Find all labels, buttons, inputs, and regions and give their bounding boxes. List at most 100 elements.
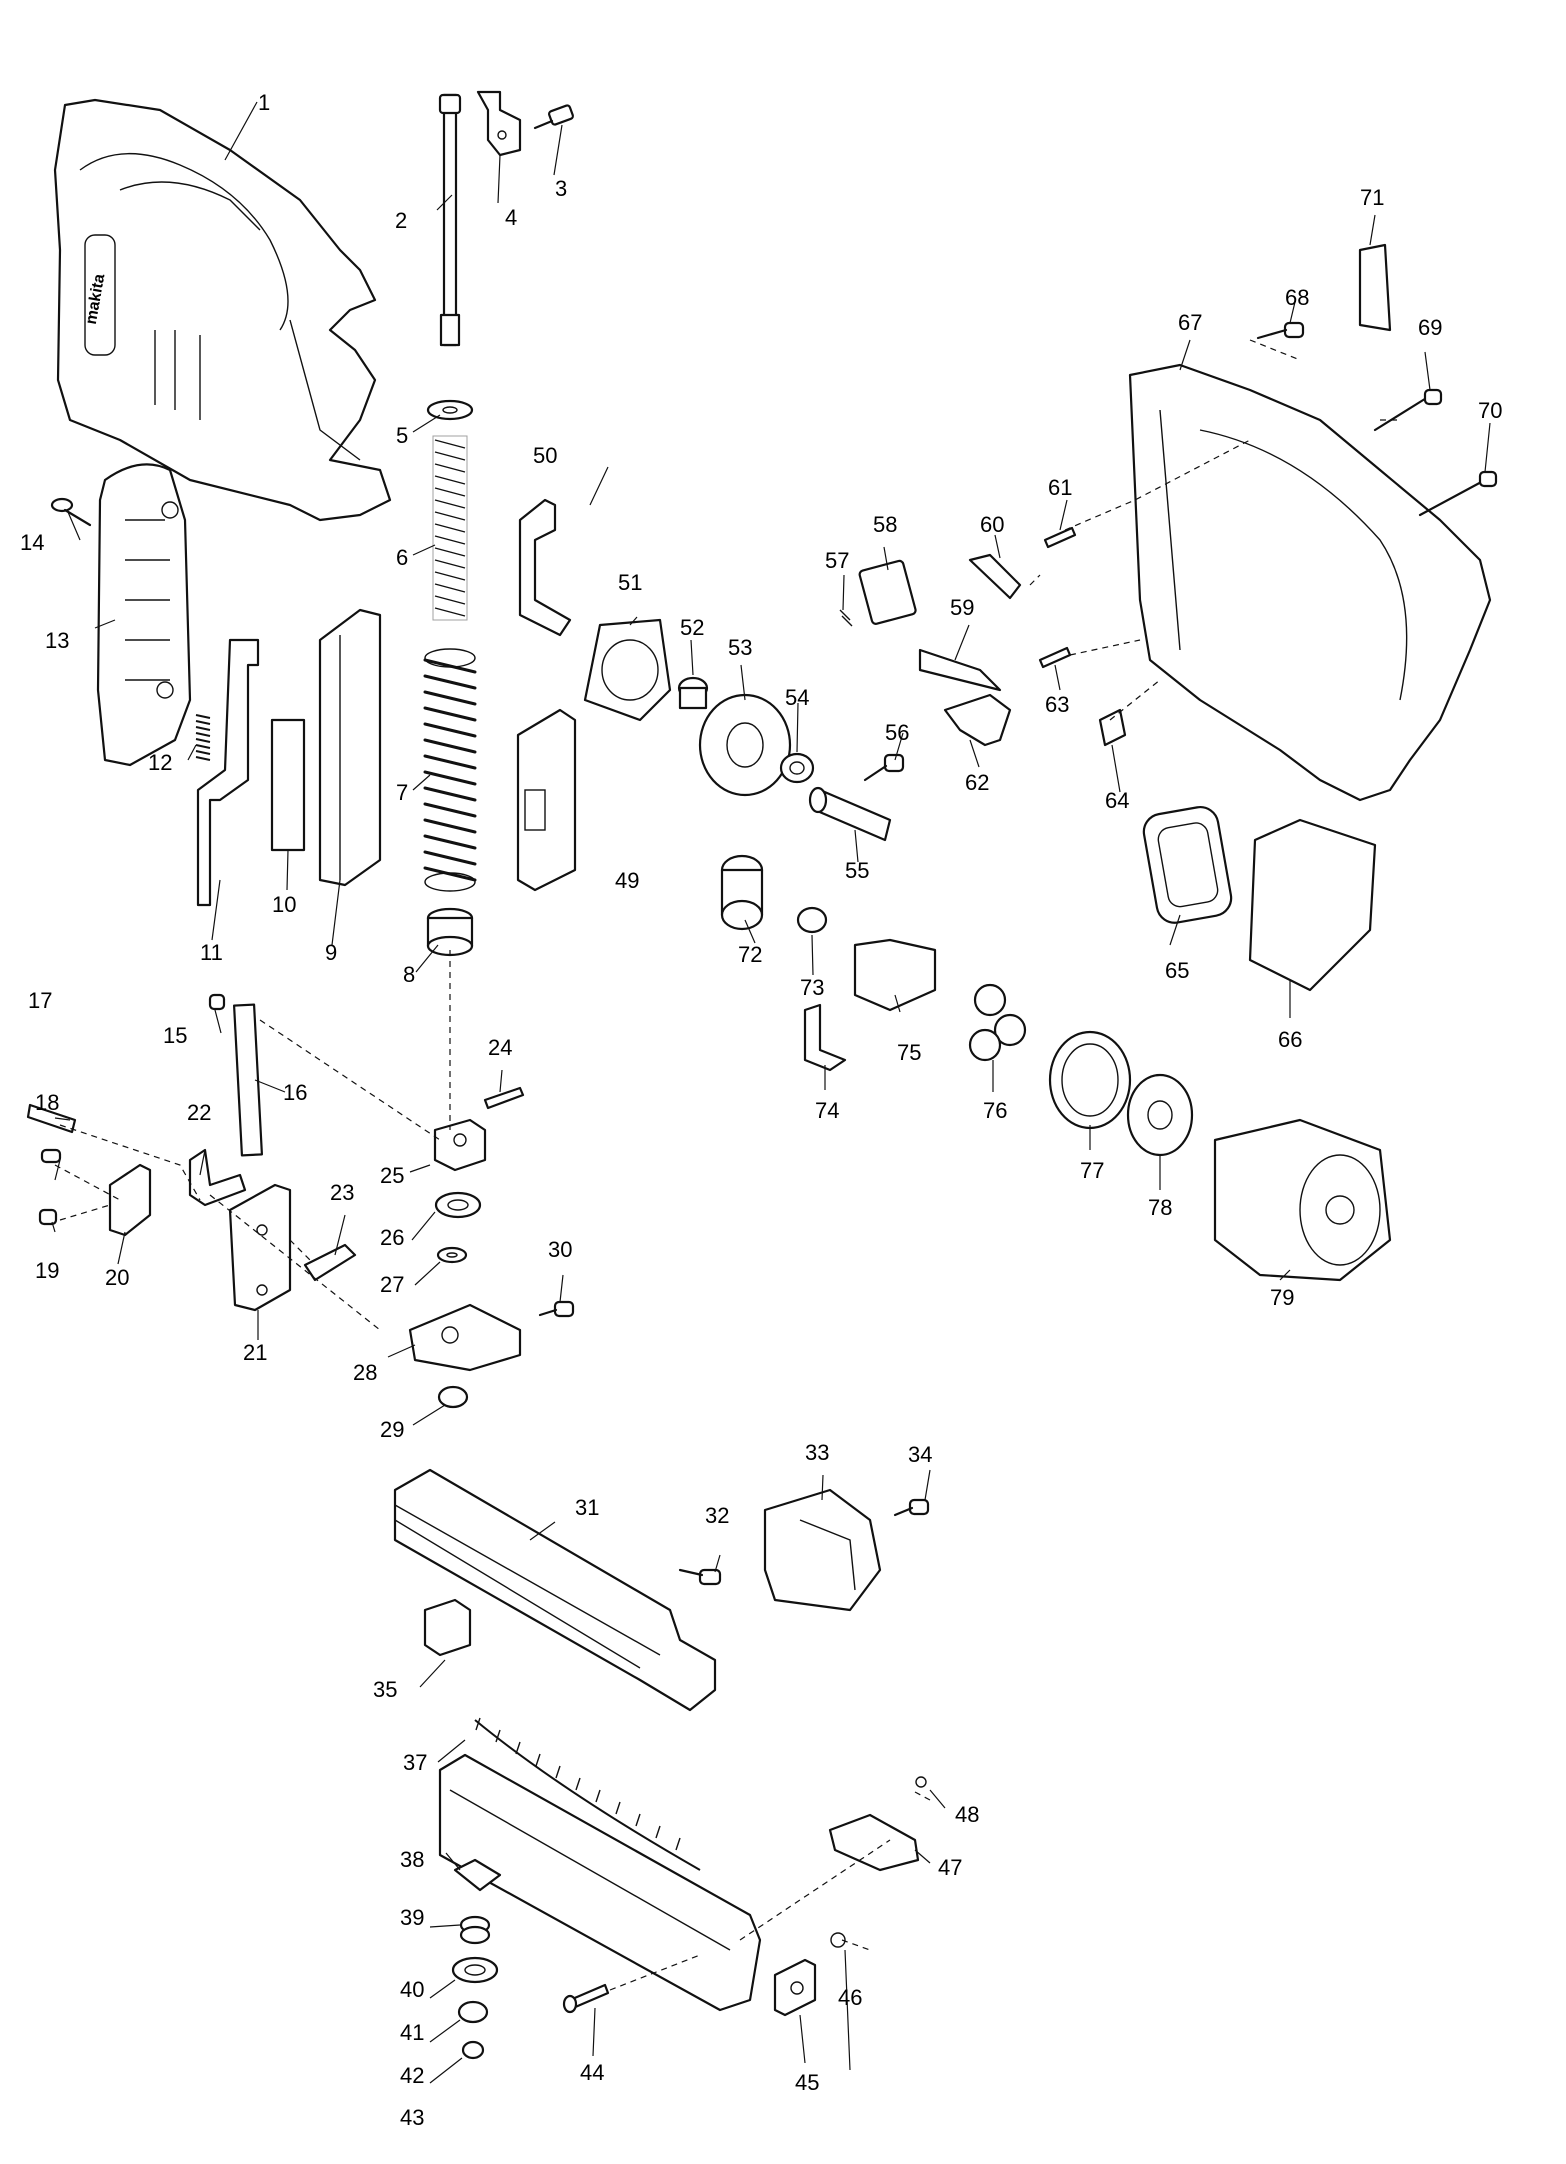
label-60: 60 (980, 512, 1004, 537)
label-23: 23 (330, 1180, 354, 1205)
part-69-screw (1373, 388, 1443, 432)
label-43: 43 (400, 2105, 424, 2130)
label-68: 68 (1285, 285, 1309, 310)
label-33: 33 (805, 1440, 829, 1465)
label-15: 15 (163, 1023, 187, 1048)
label-8: 8 (403, 962, 415, 987)
label-78: 78 (1148, 1195, 1172, 1220)
label-40: 40 (400, 1977, 424, 2002)
part-39-plate (453, 1858, 502, 1892)
part-75-gear (853, 938, 937, 1012)
label-34: 34 (908, 1442, 932, 1467)
part-66-switch-housing (1248, 818, 1377, 992)
part-71-label (1358, 243, 1392, 332)
part-47-latch (828, 1813, 920, 1872)
label-39: 39 (400, 1905, 424, 1930)
part-14-screw (50, 497, 92, 527)
part-54-washer (779, 752, 815, 784)
label-26: 26 (380, 1225, 404, 1250)
label-59: 59 (950, 595, 974, 620)
part-labels: 1 2 3 4 5 6 7 8 9 10 11 12 13 14 15 16 1… (20, 90, 1502, 2130)
label-32: 32 (705, 1503, 729, 1528)
part-11-lever (196, 638, 260, 907)
part-20-bracket (108, 1163, 152, 1237)
part-55-shaft (808, 786, 892, 842)
part-35-block (423, 1598, 472, 1657)
part-7-spring (423, 648, 477, 892)
leader-lines (51, 101, 1491, 2084)
label-14: 14 (20, 530, 44, 555)
label-70: 70 (1478, 398, 1502, 423)
label-9: 9 (325, 940, 337, 965)
part-19-screw (38, 1208, 58, 1226)
part-73-washer (796, 906, 828, 934)
part-24-pin (483, 1086, 525, 1110)
part-57-spring (839, 609, 853, 627)
part-12-spring (195, 714, 211, 761)
part-45-clip (773, 1958, 817, 2017)
label-5: 5 (396, 423, 408, 448)
label-49: 49 (615, 868, 639, 893)
label-55: 55 (845, 858, 869, 883)
part-40-spring (459, 1915, 491, 1945)
part-22-link (188, 1148, 247, 1207)
part-32-screw (678, 1568, 722, 1586)
part-77-ring-gear (1048, 1030, 1132, 1130)
label-66: 66 (1278, 1027, 1302, 1052)
label-56: 56 (885, 720, 909, 745)
part-23-link (303, 1243, 357, 1282)
label-37: 37 (403, 1750, 427, 1775)
part-41-washer (451, 1956, 499, 1984)
part-17-bolt (26, 1103, 77, 1134)
label-27: 27 (380, 1272, 404, 1297)
label-63: 63 (1045, 692, 1069, 717)
part-25-block (433, 1118, 487, 1172)
label-7: 7 (396, 780, 408, 805)
label-2: 2 (395, 208, 407, 233)
part-56-screw (863, 753, 905, 782)
part-58-switch (858, 559, 917, 625)
part-44-pin (562, 1983, 610, 2014)
label-41: 41 (400, 2020, 424, 2045)
label-73: 73 (800, 975, 824, 1000)
label-25: 25 (380, 1163, 404, 1188)
label-12: 12 (148, 750, 172, 775)
label-53: 53 (728, 635, 752, 660)
part-52-roller (677, 676, 709, 710)
label-75: 75 (897, 1040, 921, 1065)
label-13: 13 (45, 628, 69, 653)
part-30-screw (538, 1300, 575, 1318)
label-30: 30 (548, 1237, 572, 1262)
label-72: 72 (738, 942, 762, 967)
label-67: 67 (1178, 310, 1202, 335)
part-21-plate (228, 1183, 292, 1312)
label-65: 65 (1165, 958, 1189, 983)
part-68-screw (1256, 321, 1305, 340)
part-74-bracket (803, 1003, 847, 1072)
part-70-screw (1418, 470, 1498, 517)
label-22: 22 (187, 1100, 211, 1125)
label-31: 31 (575, 1495, 599, 1520)
label-1: 1 (258, 90, 270, 115)
label-57: 57 (825, 548, 849, 573)
part-60-clip (968, 553, 1022, 600)
label-52: 52 (680, 615, 704, 640)
label-16: 16 (283, 1080, 307, 1105)
part-16-strip (232, 1003, 264, 1157)
part-13-side-cover (96, 463, 192, 767)
part-2-guide-rod (438, 93, 462, 347)
part-9-plate (318, 608, 382, 887)
label-11: 11 (200, 940, 223, 965)
label-58: 58 (873, 512, 897, 537)
part-48-ring (915, 1776, 927, 1788)
label-42: 42 (400, 2063, 424, 2088)
part-59-spring (918, 648, 1002, 692)
label-18: 18 (35, 1090, 59, 1115)
label-50: 50 (533, 443, 557, 468)
label-45: 45 (795, 2070, 819, 2095)
label-20: 20 (105, 1265, 129, 1290)
part-8-bumper (426, 907, 474, 957)
label-17: 17 (28, 988, 52, 1013)
label-6: 6 (396, 545, 408, 570)
